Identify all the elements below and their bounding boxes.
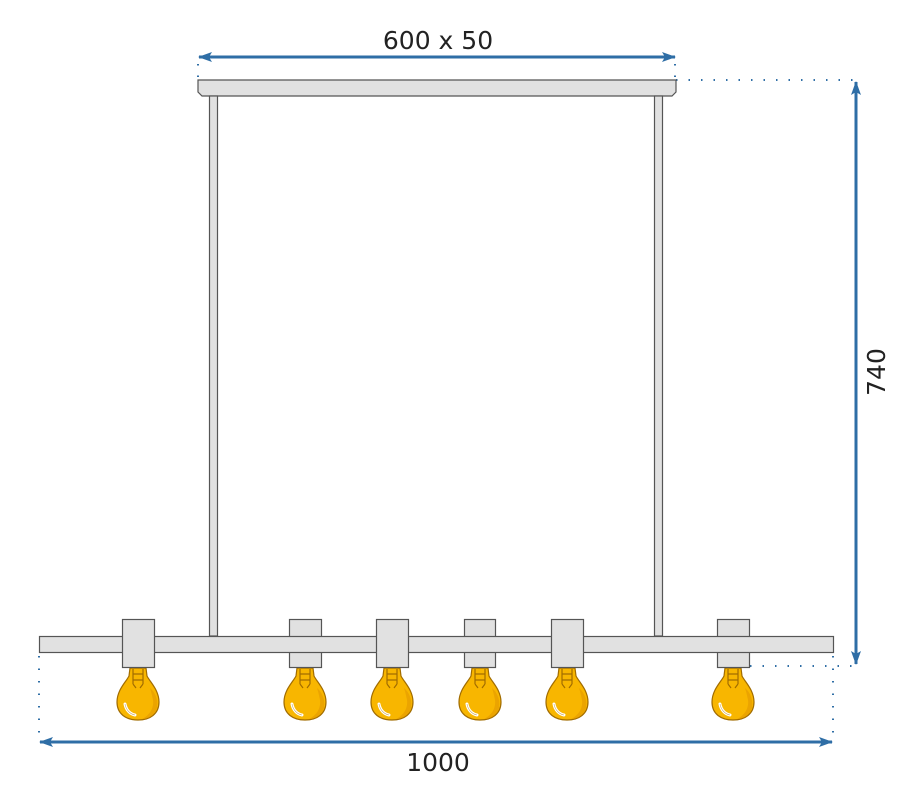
socket-1 [121, 618, 156, 669]
bulb-5 [544, 666, 590, 722]
socket-3 [375, 618, 410, 669]
canopy-dimension-label: 600 x 50 [383, 26, 493, 55]
bulb-1 [115, 666, 161, 722]
suspension-rod-left [208, 95, 219, 637]
bulb-6 [710, 666, 756, 722]
width-dimension: 1000 [38, 656, 834, 777]
bulb-3 [369, 666, 415, 722]
height-dimension-label: 740 [862, 348, 891, 396]
canopy-dimension: 600 x 50 [197, 26, 676, 80]
height-dimension: 740 [676, 79, 891, 667]
socket-5 [550, 618, 585, 669]
horizontal-lamp-bar [38, 635, 835, 654]
bulb-2 [282, 666, 328, 722]
suspension-rod-right [653, 95, 664, 637]
bulb-4 [457, 666, 503, 722]
front-sockets [121, 618, 585, 669]
width-dimension-label: 1000 [406, 748, 470, 777]
ceiling-canopy [197, 79, 677, 97]
bulbs [115, 666, 756, 722]
